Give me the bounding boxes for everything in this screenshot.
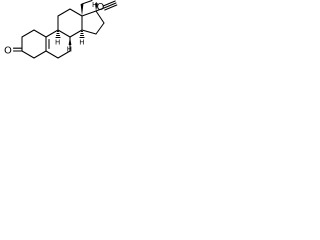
wedge-c17-oh xyxy=(95,3,98,12)
stereo-h-c14-label: H xyxy=(79,39,84,47)
ketone-group: O xyxy=(4,46,23,57)
stereo-h-c9-label: H xyxy=(55,39,60,47)
bond-c3-c4 xyxy=(21,50,35,59)
bond-ethynyl-triple-3 xyxy=(104,4,118,11)
bond-c17-ethynyl xyxy=(95,7,105,12)
steroid-structure-diagram: O O H xyxy=(4,0,118,59)
hydroxyl-oxygen-label: O xyxy=(97,2,105,13)
bond-c16-c15 xyxy=(95,22,105,35)
wedge-c8-h xyxy=(68,37,72,45)
bond-c9-c10 xyxy=(45,29,59,38)
bond-c14-c8 xyxy=(69,29,83,38)
bond-c8-c9 xyxy=(57,29,71,38)
ring-c xyxy=(57,8,83,38)
bond-ethynyl-triple-2 xyxy=(102,0,116,7)
bond-c11-c12 xyxy=(57,8,71,17)
ring-a xyxy=(21,29,47,59)
bond-c15-c14 xyxy=(81,29,97,35)
ethynyl-group xyxy=(95,0,118,12)
ring-d xyxy=(81,10,105,35)
bond-c5-c6 xyxy=(45,50,59,59)
ethyl-group xyxy=(80,0,93,16)
bond-c4-c5 xyxy=(33,50,47,59)
stereo-h-c8: H xyxy=(67,37,72,54)
bond-ethyl-ch2-ch3 xyxy=(81,0,93,5)
bond-c1-c2 xyxy=(21,29,35,38)
ketone-oxygen-label: O xyxy=(4,46,12,57)
stereo-h-c8-label: H xyxy=(67,46,72,54)
bond-ethynyl-triple-1 xyxy=(103,2,117,9)
bond-c13-c17 xyxy=(81,10,97,17)
bond-c10-c1 xyxy=(33,29,47,38)
wedge-c13-ethyl xyxy=(80,4,84,16)
bond-c6-c7 xyxy=(57,50,71,59)
stereo-h-c14: H xyxy=(79,31,85,47)
hydroxyl-hydrogen-label: H xyxy=(92,1,97,9)
bond-c17-c16 xyxy=(95,10,105,24)
hydroxyl-group: O H xyxy=(92,1,105,13)
bond-c12-c13 xyxy=(69,8,83,17)
stereo-h-c9: H xyxy=(55,31,61,47)
